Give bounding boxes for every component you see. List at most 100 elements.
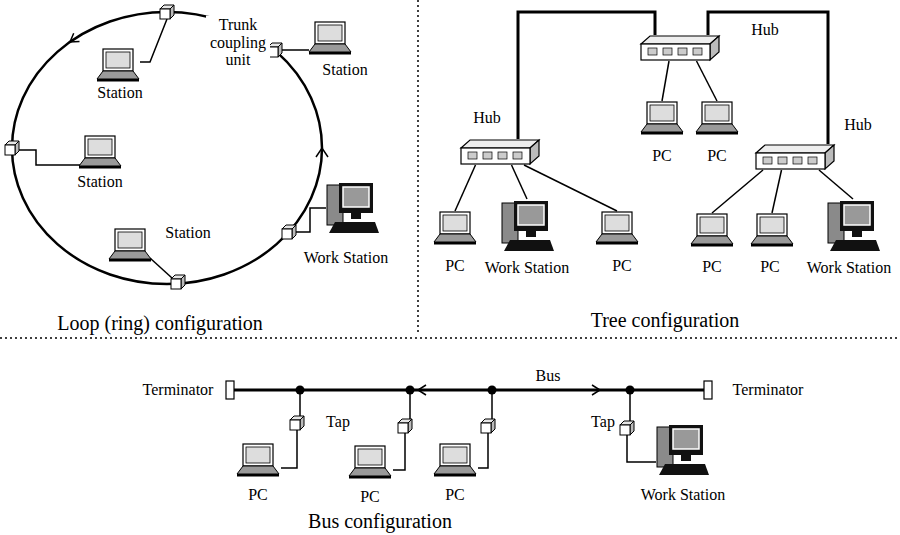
laptop-base [79,166,121,169]
configuration-caption: Loop (ring) configuration [57,312,263,334]
laptop-computer-icon [433,443,477,477]
hub-front [641,44,710,60]
workstation-computer-icon [500,199,554,253]
hub-top [756,145,834,153]
workstation-computer-icon [655,423,709,477]
laptop-base [109,259,151,262]
laptop-keyboard [696,124,738,132]
laptop-display [700,217,724,233]
laptop-keyboard [79,158,121,166]
tap-box [290,416,304,430]
node-label: PC [760,258,780,276]
hub-drop-cable [455,165,476,211]
laptop-computer: PC [348,445,392,479]
trunk-coupling-unit [160,5,174,19]
tap-wire [491,390,493,419]
laptop-base [309,52,351,55]
laptop-computer: PC [750,213,794,247]
laptop-screen [85,136,115,158]
laptop-computer: PC [433,443,477,477]
laptop-screen [697,214,727,236]
laptop-computer: PC [433,211,477,245]
tap-box [481,419,495,433]
keyboard [659,464,709,475]
laptop-keyboard [97,71,139,79]
laptop-keyboard [691,236,733,244]
monitor-frame [840,201,874,231]
hub-box: Hub [755,144,835,170]
node-label: Hub [844,116,872,134]
configuration-caption: Bus configuration [308,510,452,532]
hub-top [641,36,719,44]
hub-front [756,153,825,169]
divider-line [417,0,419,334]
laptop-base [751,244,793,247]
laptop-base [641,132,683,135]
node-label: Hub [473,109,501,127]
bus-arrow [592,385,600,395]
hub-side [530,140,539,164]
node-label: Hub [751,21,779,39]
laptop-keyboard [434,234,476,242]
part-label: Tap [591,413,615,431]
hub-box-icon [640,35,720,61]
keyboard [329,222,379,233]
laptop-screen [702,102,732,124]
hub-port [793,157,802,164]
laptop-screen [440,212,470,234]
node-label: Work Station [807,259,891,277]
laptop-base [434,242,476,245]
hub-drop-cable [772,170,782,213]
laptop-computer: Station [96,48,140,82]
laptop-base [596,242,638,245]
bus-arrow [418,385,426,395]
workstation-computer: Work Station [826,199,880,253]
workstation-computer: Work Station [655,423,709,477]
node-label: Work Station [641,486,725,504]
drop-wire [19,150,80,165]
hub-port [498,152,507,159]
laptop-computer-icon [78,135,122,169]
node-label: PC [445,486,465,504]
node-label: PC [612,257,632,275]
hub-drop-cable [662,61,669,101]
node-label: Station [322,61,367,79]
trunk-coupling-unit [268,43,282,57]
laptop-display [443,447,467,463]
laptop-base [97,79,139,82]
laptop-keyboard [309,44,351,52]
part-label: Terminator [143,381,214,399]
monitor-screen [343,187,369,207]
laptop-computer: Station [108,228,152,262]
laptop-computer: Station [308,21,352,55]
laptop-computer-icon [640,101,684,135]
monitor-screen [844,205,870,225]
hub-port [513,152,522,159]
tap-box [398,419,412,433]
hub-box-icon [755,144,835,170]
node-label: PC [652,147,672,165]
laptop-computer-icon [96,48,140,82]
laptop-keyboard [641,124,683,132]
hub-side [710,36,719,60]
hub-port [763,157,772,164]
tap-wire [478,433,488,468]
hub-port [778,157,787,164]
drop-wire [296,208,326,232]
monitor-stand [526,231,536,237]
laptop-display [88,139,112,155]
laptop-display [118,232,142,248]
tap-wire [281,430,297,468]
node-label: Work Station [485,259,569,277]
laptop-base [696,132,738,135]
monitor-stand [852,231,862,237]
node-label: Station [77,173,122,191]
hub-port [693,48,702,55]
monitor-screen [518,205,544,225]
hub-top [461,140,539,148]
laptop-computer-icon [308,21,352,55]
trunk-coupling-unit [171,275,185,289]
laptop-screen [757,214,787,236]
laptop-display [650,105,674,121]
tap-wire [393,433,405,470]
